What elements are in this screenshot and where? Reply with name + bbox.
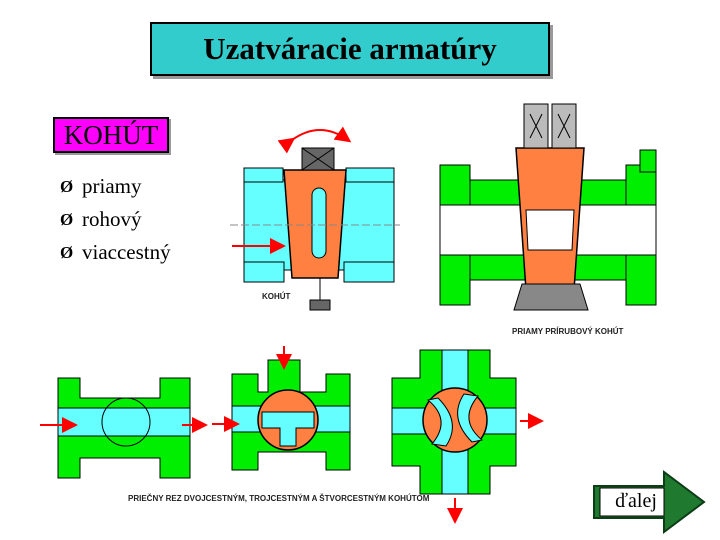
plug-valve-diagram [230, 126, 400, 311]
bullet-arrow-icon: Ø [60, 177, 74, 196]
flanged-valve-diagram [439, 103, 657, 311]
section-label: KOHÚT [53, 117, 169, 153]
three-way-valve-diagram [212, 346, 351, 471]
bullet-text: viaccestný [82, 240, 171, 264]
bullet-arrow-icon: Ø [60, 210, 74, 229]
four-way-valve-diagram [391, 349, 544, 524]
two-way-valve-diagram [40, 377, 208, 479]
slide-title: Uzatváracie armatúry [150, 22, 550, 76]
figure-caption: KOHÚT [262, 292, 291, 301]
bullet-text: rohový [82, 207, 142, 231]
bullet-text: priamy [82, 174, 142, 198]
figure-caption: PRIEČNY REZ DVOJCESTNÝM, TROJCESTNÝM A Š… [128, 494, 430, 503]
bullet-arrow-icon: Ø [60, 243, 74, 262]
next-button[interactable] [590, 468, 708, 536]
figure-caption: PRIAMY PRÍRUBOVÝ KOHÚT [512, 327, 624, 336]
